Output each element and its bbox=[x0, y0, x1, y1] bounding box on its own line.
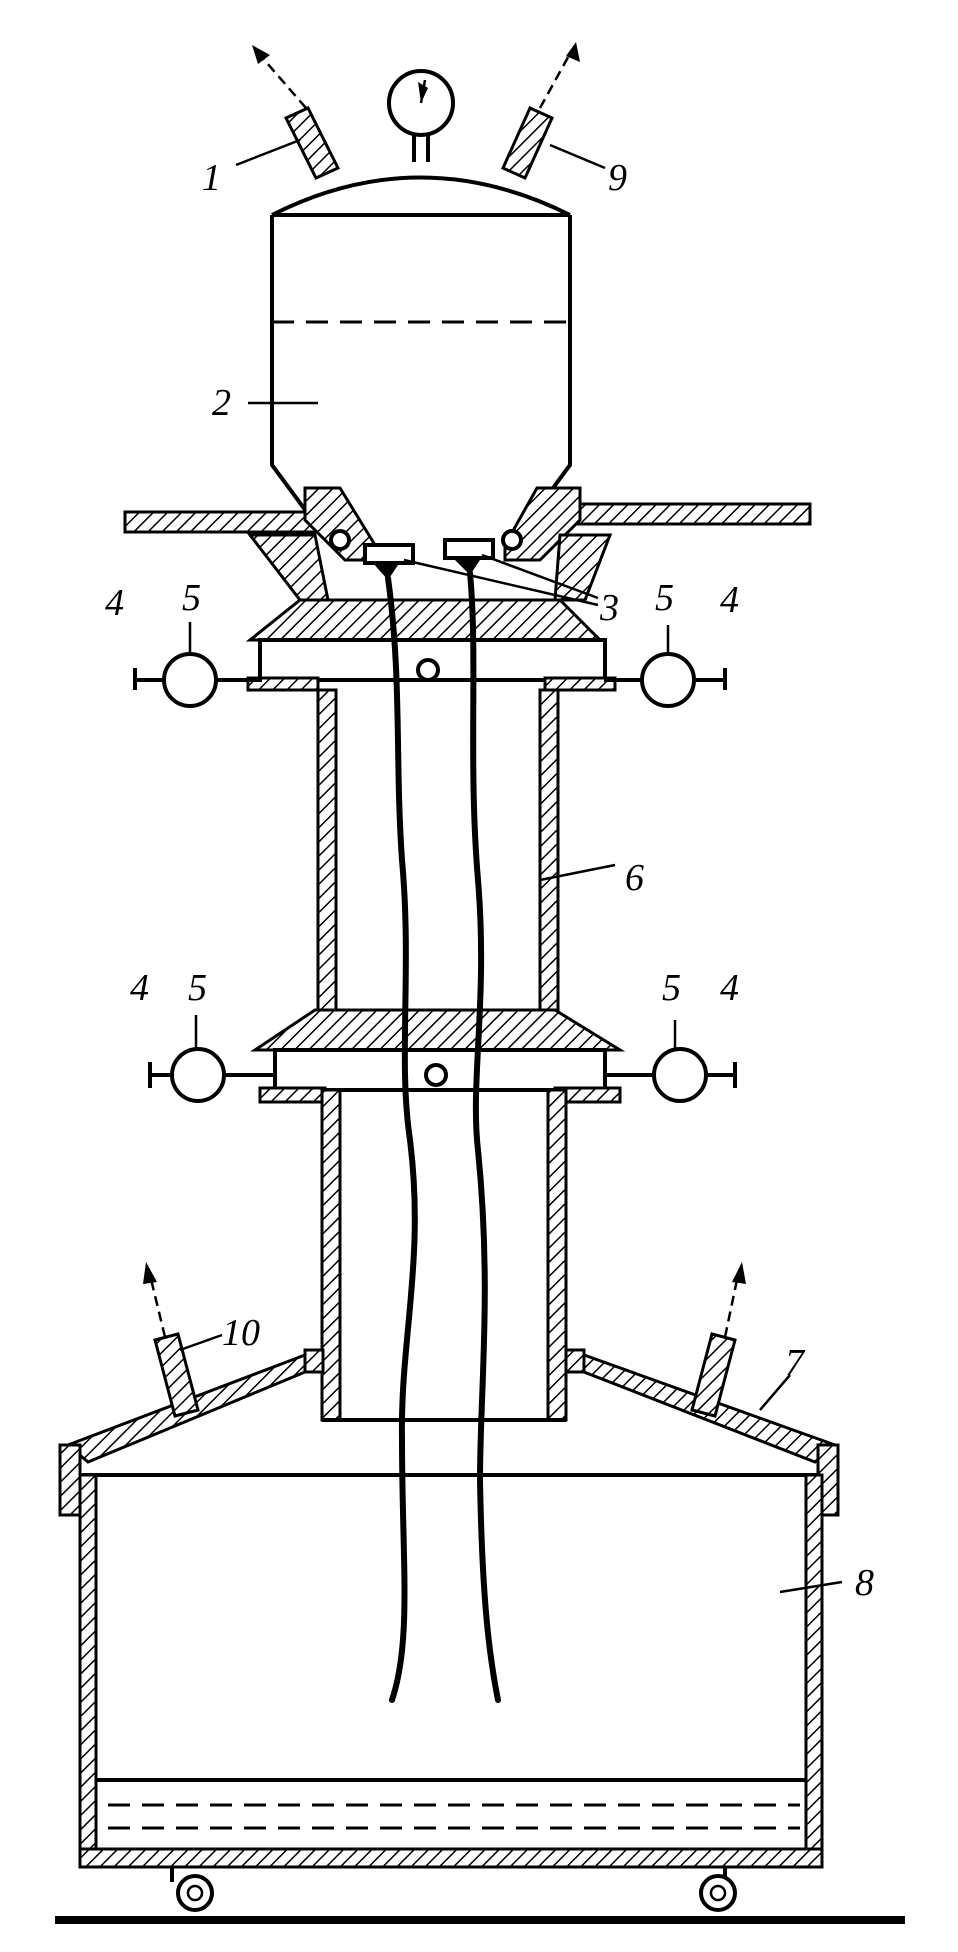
label-6: 6 bbox=[625, 857, 644, 899]
valve-left-lower bbox=[148, 1047, 275, 1103]
exhaust-pipe-right bbox=[690, 1262, 746, 1418]
valve-right-lower bbox=[604, 1047, 737, 1103]
upper-flange bbox=[245, 598, 617, 692]
label-5-lower-left: 5 bbox=[188, 967, 207, 1009]
label-1: 1 bbox=[202, 157, 221, 199]
label-9: 9 bbox=[608, 157, 627, 199]
label-5-upper-right: 5 bbox=[655, 577, 674, 619]
wheels bbox=[170, 1867, 737, 1912]
label-5-lower-right: 5 bbox=[662, 967, 681, 1009]
spinning-shaft-lower bbox=[303, 1088, 586, 1422]
platform bbox=[123, 502, 812, 534]
outlet-pipe-9 bbox=[501, 42, 580, 180]
label-5-upper-left: 5 bbox=[182, 577, 201, 619]
spinnerets bbox=[363, 538, 495, 580]
label-4-upper-right: 4 bbox=[720, 579, 739, 621]
spinneret-holder bbox=[246, 486, 613, 602]
melt-vessel bbox=[270, 175, 572, 532]
valve-left-upper bbox=[133, 652, 262, 708]
valve-right-upper bbox=[604, 652, 727, 708]
label-7: 7 bbox=[785, 1342, 806, 1384]
lower-flange bbox=[250, 1008, 626, 1104]
receiver-tank bbox=[78, 1473, 824, 1869]
label-4-lower-left: 4 bbox=[130, 967, 149, 1009]
pressure-gauge-icon bbox=[387, 69, 455, 162]
exhaust-pipe-10 bbox=[143, 1262, 200, 1418]
label-3: 3 bbox=[599, 587, 619, 629]
leader-lines bbox=[179, 138, 843, 1594]
spinning-shaft-upper bbox=[316, 688, 560, 1012]
inlet-pipe-1 bbox=[252, 45, 341, 180]
label-8: 8 bbox=[855, 1562, 874, 1604]
label-4-lower-right: 4 bbox=[720, 967, 739, 1009]
label-2: 2 bbox=[212, 382, 231, 424]
label-10: 10 bbox=[222, 1312, 260, 1354]
fibers bbox=[385, 570, 501, 1703]
label-4-upper-left: 4 bbox=[105, 582, 124, 624]
